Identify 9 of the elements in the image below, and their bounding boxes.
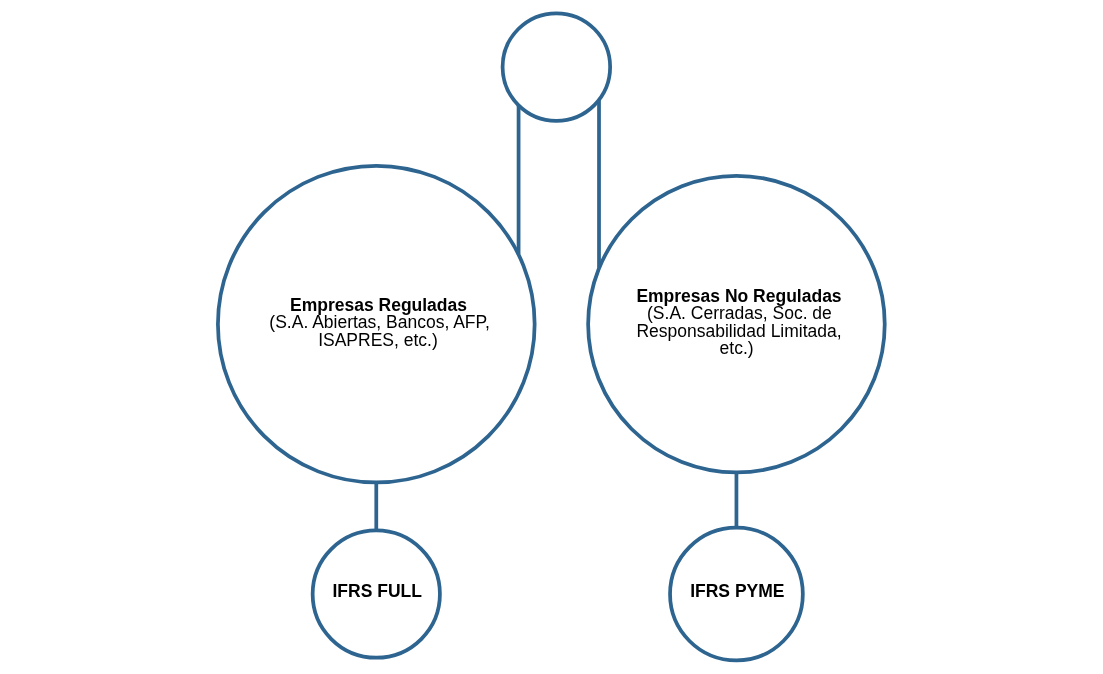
- node-circle: IFRS PYME: [668, 525, 805, 663]
- node-circle: IFRS FULL: [310, 528, 442, 660]
- connector: [597, 100, 601, 268]
- node-circle: Empresas No Reguladas (S.A. Cerradas, Soc. de Responsabilidad Limitada, etc.): [586, 173, 887, 475]
- connector: [516, 105, 521, 255]
- connector: [374, 482, 379, 531]
- node-circle: [500, 11, 612, 123]
- node-circle: Empresas Reguladas (S.A. Abiertas, Bancos, AFP, ISAPRES, etc.): [216, 163, 537, 485]
- connector: [734, 472, 739, 528]
